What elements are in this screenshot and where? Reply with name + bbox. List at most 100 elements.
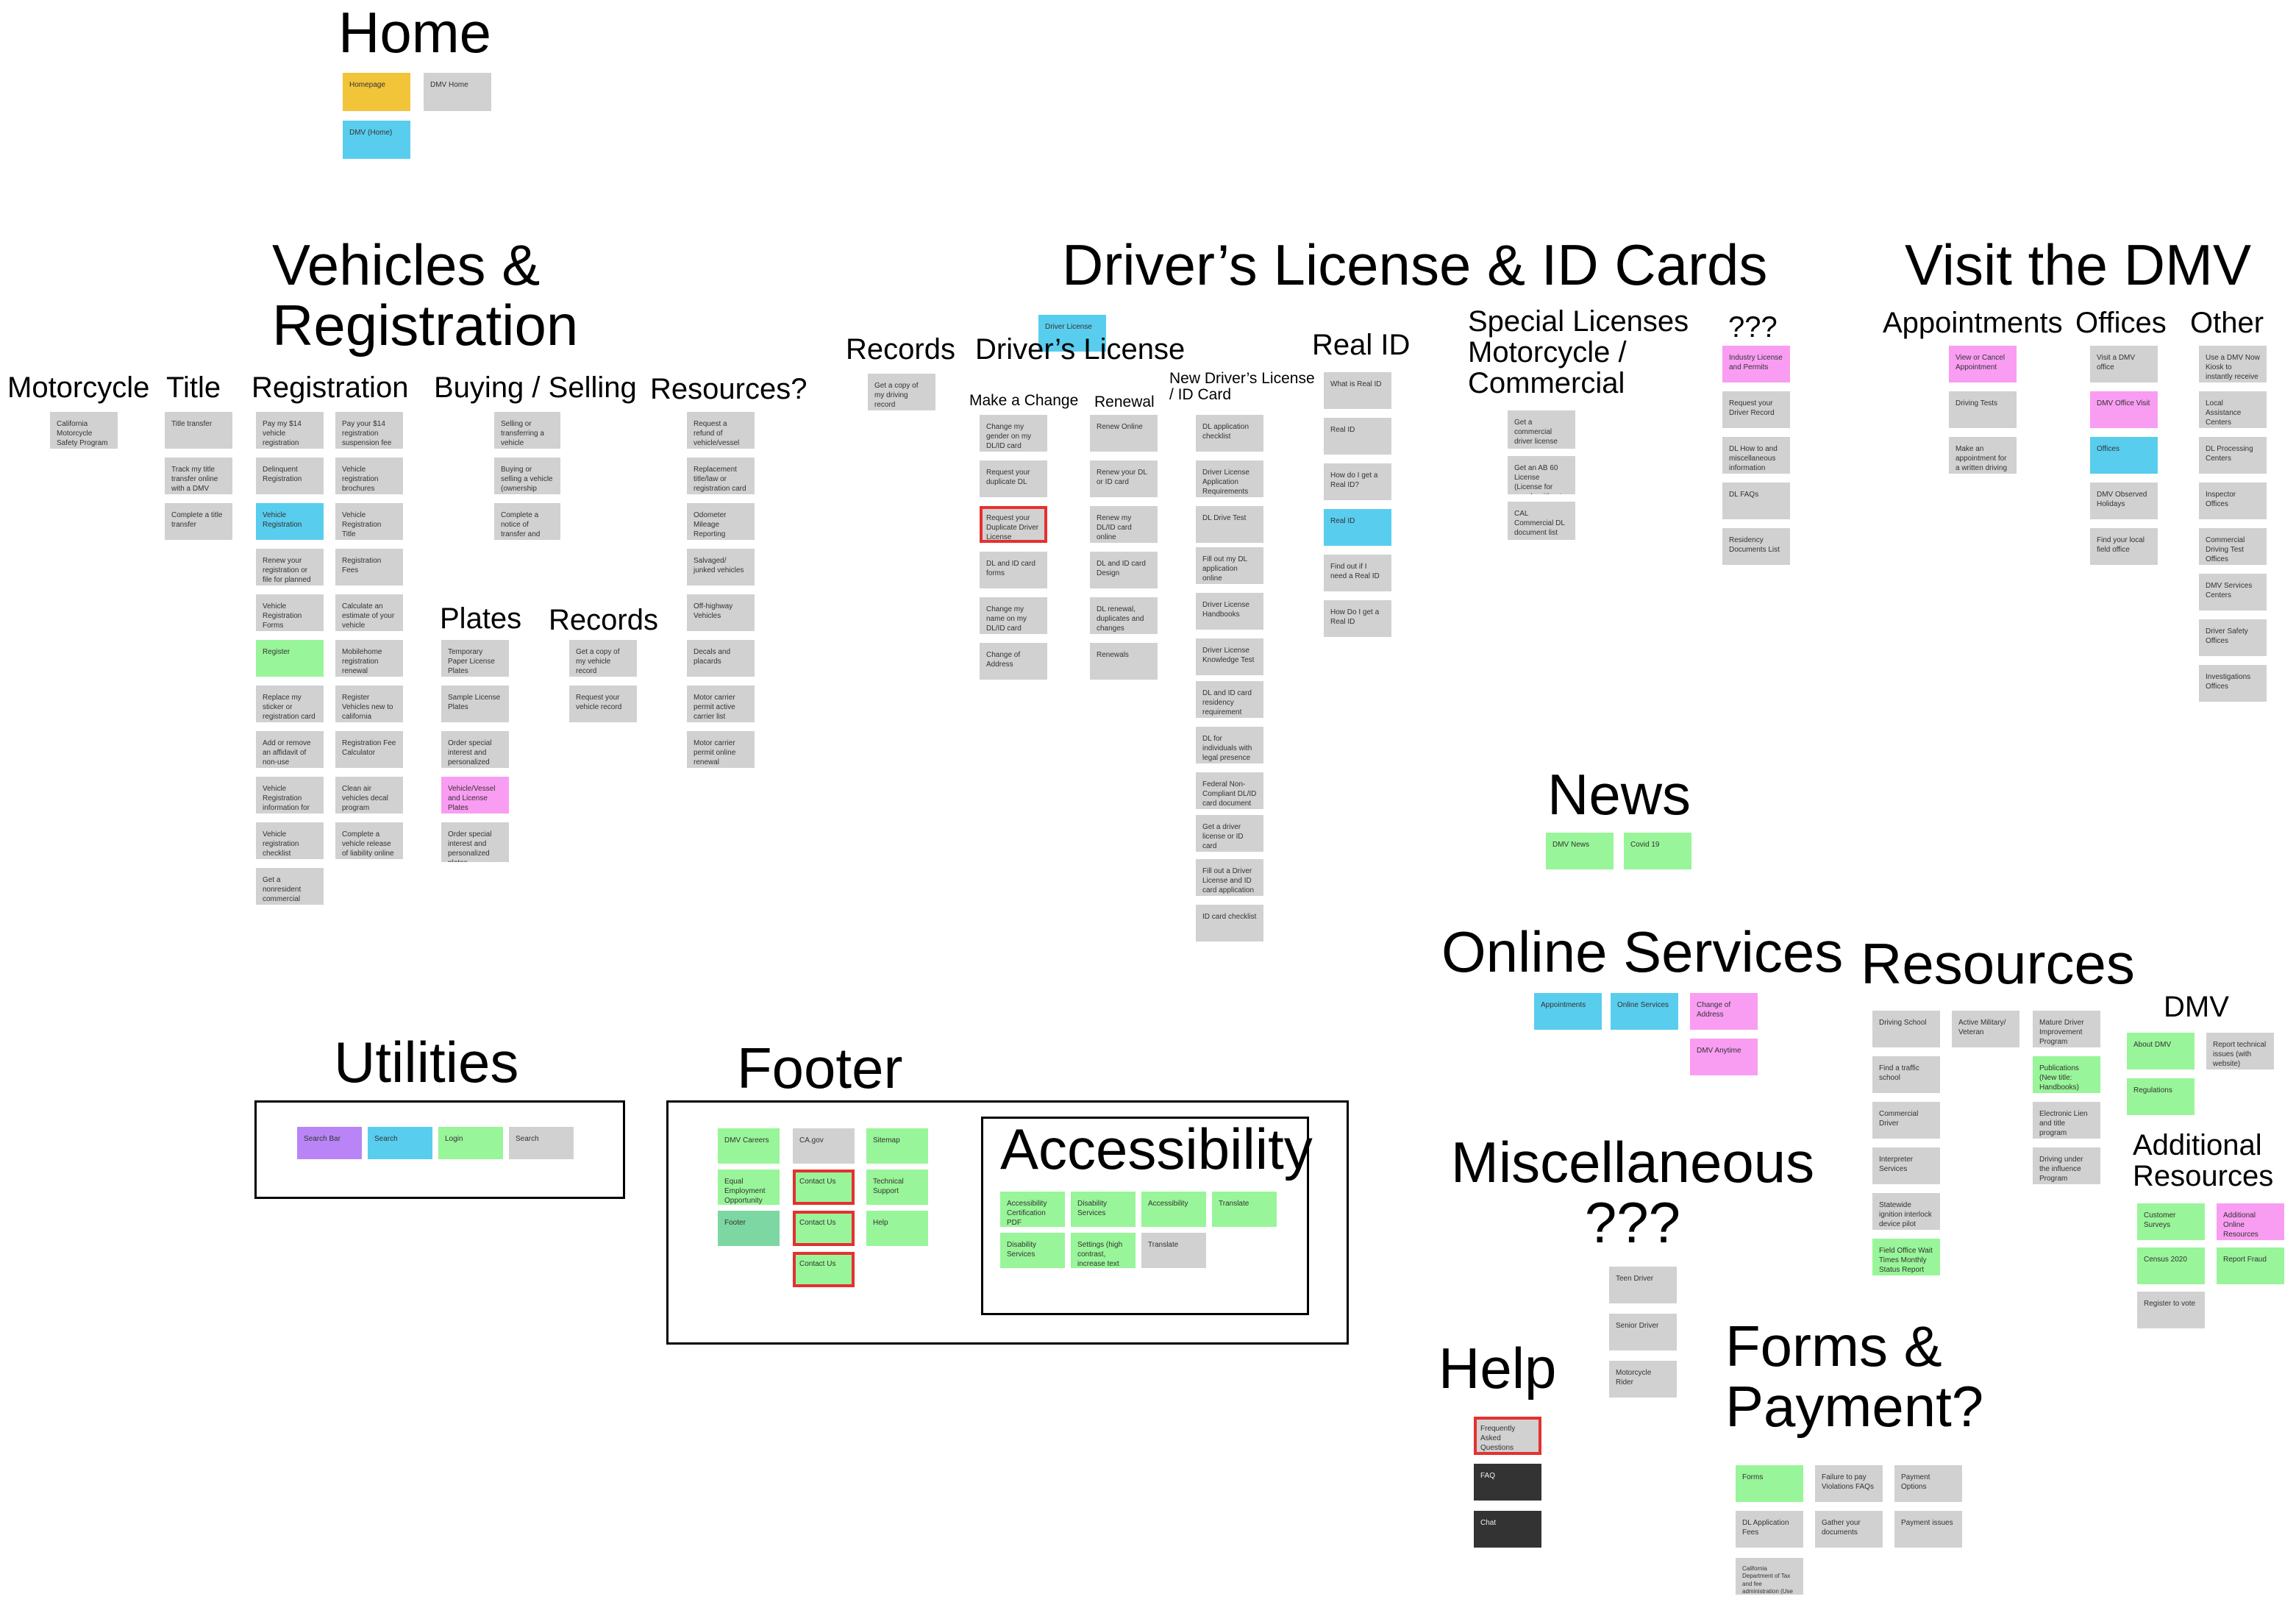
sticky-note[interactable]: Title transfer [165,412,232,449]
sticky-note[interactable]: Register to vote [2137,1292,2205,1328]
sticky-note[interactable]: ID card checklist [1196,905,1263,942]
sticky-note[interactable]: How do I get a Real ID? [1324,463,1391,500]
sticky-note[interactable]: What is Real ID [1324,372,1391,409]
sticky-note[interactable]: Track my title transfer online with a DM… [165,458,232,494]
sticky-note[interactable]: Contact Us [793,1170,855,1205]
sticky-note[interactable]: DMV Home [424,73,491,111]
sticky-note[interactable]: Change of Address [1690,993,1758,1030]
sticky-note[interactable]: DL for individuals with legal presence [1196,727,1263,763]
sticky-note[interactable]: Motorcycle Rider [1609,1361,1677,1398]
sticky-note[interactable]: Clean air vehicles decal program [335,777,403,814]
sticky-note[interactable]: Request your vehicle record [569,686,637,722]
sticky-note[interactable]: Appointments [1534,993,1602,1030]
sticky-note[interactable]: CA.gov [793,1128,855,1164]
sticky-note[interactable]: About DMV [2127,1033,2195,1069]
sticky-note[interactable]: Disability Services [1071,1192,1135,1227]
sticky-note[interactable]: DL FAQs [1722,483,1790,519]
sticky-note[interactable]: DL Drive Test [1196,506,1263,543]
sticky-note[interactable]: DMV Anytime [1690,1039,1758,1075]
sticky-note[interactable]: Census 2020 [2137,1247,2205,1284]
sticky-note[interactable]: Electronic Lien and title program [2033,1102,2100,1139]
sticky-note[interactable]: Residency Documents List [1722,528,1790,565]
sticky-note[interactable]: DL and ID card forms [980,552,1047,588]
sticky-note[interactable]: Renew your registration or file for plan… [256,549,324,585]
sticky-note[interactable]: Online Services [1611,993,1678,1030]
sticky-note[interactable]: Search [368,1127,432,1159]
sticky-note[interactable]: Change my gender on my DL/ID card [980,415,1047,452]
sticky-note[interactable]: DMV Observed Holidays [2090,483,2158,519]
sticky-note[interactable]: Field Office Wait Times Monthly Status R… [1872,1239,1940,1275]
sticky-note[interactable]: Accessibility Certification PDF [1000,1192,1065,1227]
sticky-note[interactable]: Use a DMV Now Kiosk to instantly receive… [2199,346,2267,382]
sticky-note[interactable]: Odometer Mileage Reporting [687,503,755,540]
sticky-note[interactable]: Sample License Plates [441,686,509,722]
sticky-note[interactable]: Temporary Paper License Plates [441,640,509,677]
sticky-note[interactable]: Forms [1736,1465,1803,1502]
sticky-note[interactable]: DL renewal, duplicates and changes [1090,597,1158,634]
sticky-note[interactable]: Order special interest and personalized … [441,822,509,862]
sticky-note[interactable]: Driver License [1038,315,1106,352]
sticky-note[interactable]: Failure to pay Violations FAQs [1815,1465,1883,1502]
sticky-note[interactable]: Additional Online Resources [2217,1203,2284,1240]
sticky-note[interactable]: Search Bar [297,1127,362,1159]
sticky-note[interactable]: Get an AB 60 License (License for people… [1508,456,1575,494]
sticky-note[interactable]: Replacement title/law or registration ca… [687,458,755,494]
sticky-note[interactable]: Contact Us [793,1252,855,1287]
sticky-note[interactable]: Covid 19 [1624,833,1691,869]
sticky-note[interactable]: Driver License Application Requirements [1196,460,1263,497]
sticky-note[interactable]: Vehicle/Vessel and License Plates [441,777,509,814]
sticky-note[interactable]: Login [438,1127,503,1159]
sticky-note[interactable]: Vehicle Registration Title [335,503,403,540]
sticky-note[interactable]: Change of Address [980,643,1047,680]
sticky-note[interactable]: Renew Online [1090,415,1158,452]
sticky-note[interactable]: Driving Tests [1949,391,2017,428]
sticky-note[interactable]: Motor carrier permit online renewal [687,731,755,768]
sticky-note[interactable]: Buying or selling a vehicle (ownership c… [494,458,560,494]
sticky-note[interactable]: Local Assistance Centers [2199,391,2267,428]
sticky-note[interactable]: Statewide ignition interlock device pilo… [1872,1193,1940,1230]
sticky-note[interactable]: Request your Duplicate Driver License [980,506,1047,543]
sticky-note[interactable]: Pay my $14 vehicle registration suspensi… [256,412,324,449]
sticky-note[interactable]: Mobilehome registration renewal [335,640,403,677]
sticky-note[interactable]: CAL Commercial DL document list [1508,502,1575,540]
sticky-note[interactable]: Find a traffic school [1872,1056,1940,1093]
sticky-note[interactable]: Selling or transferring a vehicle [494,412,560,449]
sticky-note[interactable]: Calculate an estimate of your vehicle re… [335,594,403,631]
sticky-note[interactable]: Driving under the influence Program [2033,1147,2100,1184]
sticky-note[interactable]: View or Cancel Appointment [1949,346,2017,382]
sticky-note[interactable]: Fill out my DL application online [1196,547,1263,584]
sticky-note[interactable]: DMV (Home) [343,121,410,159]
sticky-note[interactable]: Get a copy of my vehicle record [569,640,637,677]
sticky-note[interactable]: Report Fraud [2217,1247,2284,1284]
sticky-note[interactable]: Report technical issues (with website) [2206,1033,2274,1069]
sticky-note[interactable]: Registration Fees [335,549,403,585]
sticky-note[interactable]: Payment Options [1894,1465,1962,1502]
sticky-note[interactable]: Request your duplicate DL [980,460,1047,497]
sticky-note[interactable]: Vehicle Registration information for dea… [256,777,324,814]
sticky-note[interactable]: DL application checklist [1196,415,1263,452]
sticky-note[interactable]: DL Processing Centers [2199,437,2267,474]
sticky-note[interactable]: Renewals [1090,643,1158,680]
sticky-note[interactable]: Driver License Knowledge Test [1196,638,1263,675]
sticky-note[interactable]: Homepage [343,73,410,111]
sticky-note[interactable]: Footer [718,1211,780,1246]
sticky-note[interactable]: Senior Driver [1609,1314,1677,1350]
sticky-note[interactable]: Payment issues [1894,1511,1962,1548]
sticky-note[interactable]: Get a commercial driver license [1508,410,1575,449]
sticky-note[interactable]: Active Military/ Veteran [1952,1011,2019,1047]
sticky-note[interactable]: Driving School [1872,1011,1940,1047]
sticky-note[interactable]: Fill out a Driver License and ID card ap… [1196,859,1263,896]
sticky-note[interactable]: Sitemap [866,1128,928,1164]
sticky-note[interactable]: Add or remove an affidavit of non-use [256,731,324,768]
sticky-note[interactable]: Vehicle Registration [256,503,324,540]
sticky-note[interactable]: Pay your $14 registration suspension fee [335,412,403,449]
sticky-note[interactable]: Contact Us [793,1211,855,1246]
sticky-note[interactable]: Teen Driver [1609,1267,1677,1303]
sticky-note[interactable]: Help [866,1211,928,1246]
sticky-note[interactable]: Get a nonresident commercial vehicle tri… [256,868,324,905]
sticky-note[interactable]: Technical Support [866,1170,928,1205]
sticky-note[interactable]: Real ID [1324,418,1391,455]
sticky-note[interactable]: DMV Careers [718,1128,780,1164]
sticky-note[interactable]: Renew your DL or ID card [1090,460,1158,497]
sticky-note[interactable]: Customer Surveys [2137,1203,2205,1240]
